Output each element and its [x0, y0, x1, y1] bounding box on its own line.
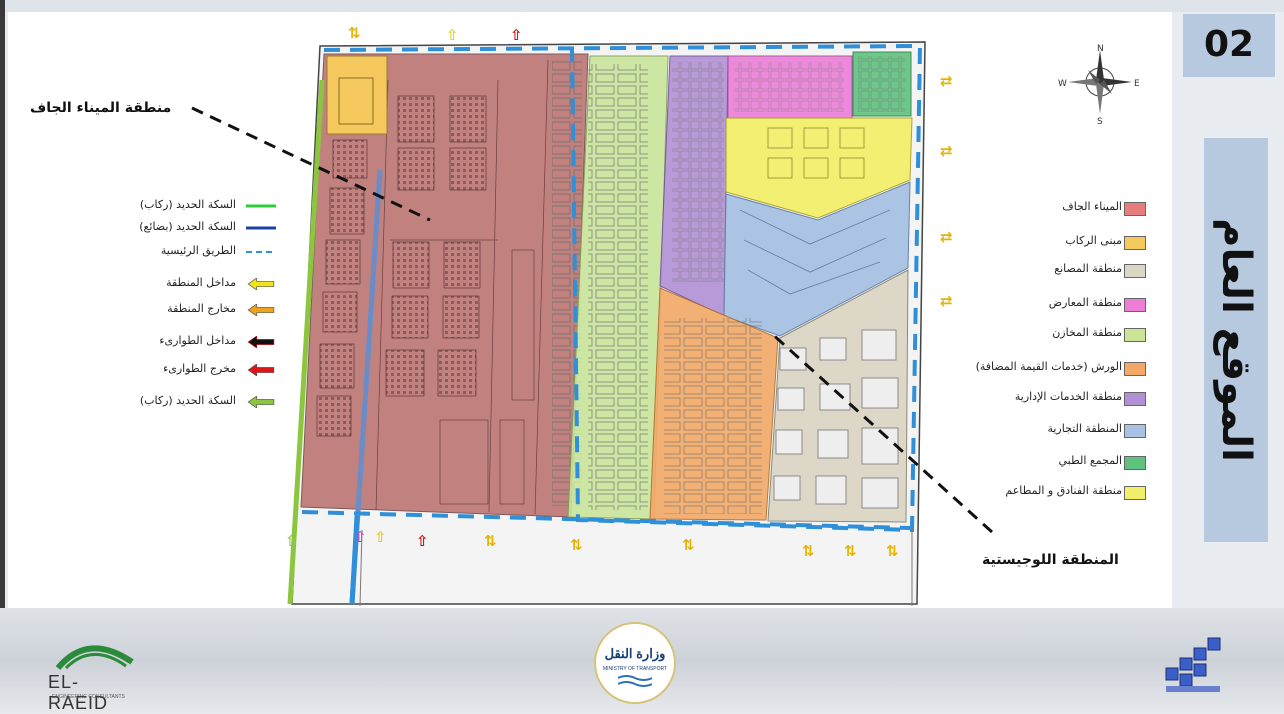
- el-raeid-name: EL-RAEID: [48, 672, 109, 713]
- legend-swatch-hotels: [1124, 486, 1146, 500]
- legend-swatch-exhibitions: [1124, 298, 1146, 312]
- legend-right-label: منطقة المصانع: [1054, 262, 1122, 275]
- legend-right-label: المجمع الطبي: [1058, 454, 1123, 467]
- exit-arrow-icon: [247, 304, 275, 316]
- legend-left-item: مخارج المنطقة: [88, 300, 288, 320]
- compass-rose: N S W E: [1058, 42, 1142, 127]
- legend-swatch-medical: [1124, 456, 1146, 470]
- legend-left-label: السكة الحديد (ركاب): [139, 198, 236, 211]
- legend-left-item: مداخل الطوارىء: [88, 332, 288, 352]
- svg-text:⇅: ⇅: [484, 532, 497, 550]
- compass-w: W: [1058, 79, 1067, 89]
- window-frame-left: [0, 0, 5, 714]
- freight-rail-symbol: [246, 226, 276, 230]
- passenger-rail-line: [287, 79, 325, 605]
- dry-port-blocks: [316, 95, 487, 437]
- svg-text:⇄: ⇄: [940, 228, 953, 246]
- legend-swatch-workshops: [1124, 362, 1146, 376]
- entry-arrow-icon: [247, 278, 275, 290]
- legend-left-item: السكة الحديد (بضائع): [88, 218, 288, 238]
- footer: EL-RAEID ENGINEERING CONSULTANTS وزارة ا…: [0, 608, 1284, 714]
- ministry-subtitle: MINISTRY OF TRANSPORT: [602, 666, 668, 672]
- passenger-rail-arrow-icon: [247, 396, 275, 408]
- legend-left-label: مداخل الطوارىء: [159, 334, 236, 347]
- legend-left-item: مخرج الطوارىء: [88, 360, 288, 380]
- legend-left-item: السكة الحديد (ركاب): [88, 196, 288, 216]
- svg-text:⇧: ⇧: [416, 532, 429, 550]
- legend-right-label: الورش (خدمات القيمة المضافة): [975, 360, 1122, 373]
- legend-right-label: مبنى الركاب: [1065, 234, 1122, 247]
- waves-icon: [618, 675, 652, 687]
- ministry-logo: وزارة النقل MINISTRY OF TRANSPORT: [594, 622, 676, 704]
- svg-text:⇅: ⇅: [802, 542, 815, 560]
- svg-text:⇄: ⇄: [940, 142, 953, 160]
- legend-right-label: الميناء الجاف: [1062, 200, 1122, 213]
- legend-right-label: منطقة الخدمات الإدارية: [1014, 390, 1122, 403]
- legend-swatch-passenger-building: [1124, 236, 1146, 250]
- emergency-entry-arrow-icon: [247, 336, 275, 348]
- legend-swatch-dry-port: [1124, 202, 1146, 216]
- svg-text:⇅: ⇅: [570, 536, 583, 554]
- compass-n: N: [1097, 44, 1104, 54]
- legend-left-label: الطريق الرئيسية: [160, 244, 236, 257]
- passenger-rail-symbol: [246, 204, 276, 208]
- slide-number: 02: [1203, 24, 1255, 65]
- svg-text:⇧: ⇧: [374, 528, 387, 546]
- title-band: الموقع العام: [1204, 138, 1268, 542]
- zone-passenger-building: [326, 55, 388, 135]
- svg-text:⇄: ⇄: [940, 72, 953, 90]
- svg-text:⇄: ⇄: [940, 292, 953, 310]
- ministry-name: وزارة النقل: [604, 646, 666, 661]
- callout-logistics: المنطقة اللوجيستية: [982, 552, 1119, 568]
- compass-e: E: [1134, 79, 1140, 89]
- dry-port-lines: [375, 59, 549, 515]
- dry-port-callout-line: [191, 106, 431, 222]
- compass-s: S: [1097, 117, 1103, 126]
- el-raeid-logo: EL-RAEID ENGINEERING CONSULTANTS: [48, 636, 138, 713]
- blocks-logo-icon: [1165, 637, 1221, 692]
- legend-left-label: مداخل المنطقة: [166, 276, 236, 289]
- svg-text:⇧: ⇧: [510, 26, 523, 44]
- window-frame-top: [0, 0, 1284, 12]
- el-raeid-arc-icon: [55, 645, 134, 670]
- main-road-symbol: [246, 251, 276, 253]
- gate-arrows: ⇅ ⇧ ⇧ ⇄ ⇄ ⇄ ⇄ ⇧ ⇧ ⇧ ⇧ ⇅ ⇅ ⇅ ⇅ ⇅ ⇅: [285, 24, 953, 560]
- svg-text:⇧: ⇧: [446, 26, 459, 44]
- right-logo: [1162, 628, 1222, 698]
- page-title: الموقع العام: [1213, 218, 1259, 462]
- legend-left-item: الطريق الرئيسية: [88, 242, 288, 262]
- emergency-exit-arrow-icon: [247, 364, 275, 376]
- svg-text:⇅: ⇅: [844, 542, 857, 560]
- legend-right-label: المنطقة التجارية: [1047, 422, 1122, 435]
- compass-icon: N S W E: [1058, 44, 1140, 127]
- svg-text:⇅: ⇅: [348, 24, 361, 42]
- slide-number-box: 02: [1183, 14, 1275, 77]
- el-raeid-subtitle: ENGINEERING CONSULTANTS: [52, 694, 125, 700]
- legend-swatch-admin: [1124, 392, 1146, 406]
- legend-left-label: مخرج الطوارىء: [163, 362, 236, 375]
- svg-text:⇧: ⇧: [285, 532, 298, 550]
- callout-dry-port: منطقة الميناء الجاف: [30, 100, 172, 116]
- svg-text:⇅: ⇅: [886, 542, 899, 560]
- legend-right-label: منطقة الفنادق و المطاعم: [1005, 484, 1122, 497]
- legend-swatch-warehouses: [1124, 328, 1146, 342]
- legend-left-label: السكة الحديد (ركاب): [139, 394, 236, 407]
- logistics-callout-line: [768, 330, 994, 534]
- legend-swatch-commercial: [1124, 424, 1146, 438]
- legend-left-label: مخارج المنطقة: [167, 302, 236, 315]
- svg-text:⇧: ⇧: [354, 528, 367, 546]
- legend-right-label: منطقة المعارض: [1048, 296, 1122, 309]
- legend-left-item: السكة الحديد (ركاب): [88, 392, 288, 412]
- legend-swatch-factories: [1124, 264, 1146, 278]
- svg-text:⇅: ⇅: [682, 536, 695, 554]
- zone-hotels: [725, 117, 913, 219]
- legend-left-label: السكة الحديد (بضائع): [139, 220, 236, 233]
- legend-right-label: منطقة المخازن: [1052, 326, 1122, 339]
- legend-left-item: مداخل المنطقة: [88, 274, 288, 294]
